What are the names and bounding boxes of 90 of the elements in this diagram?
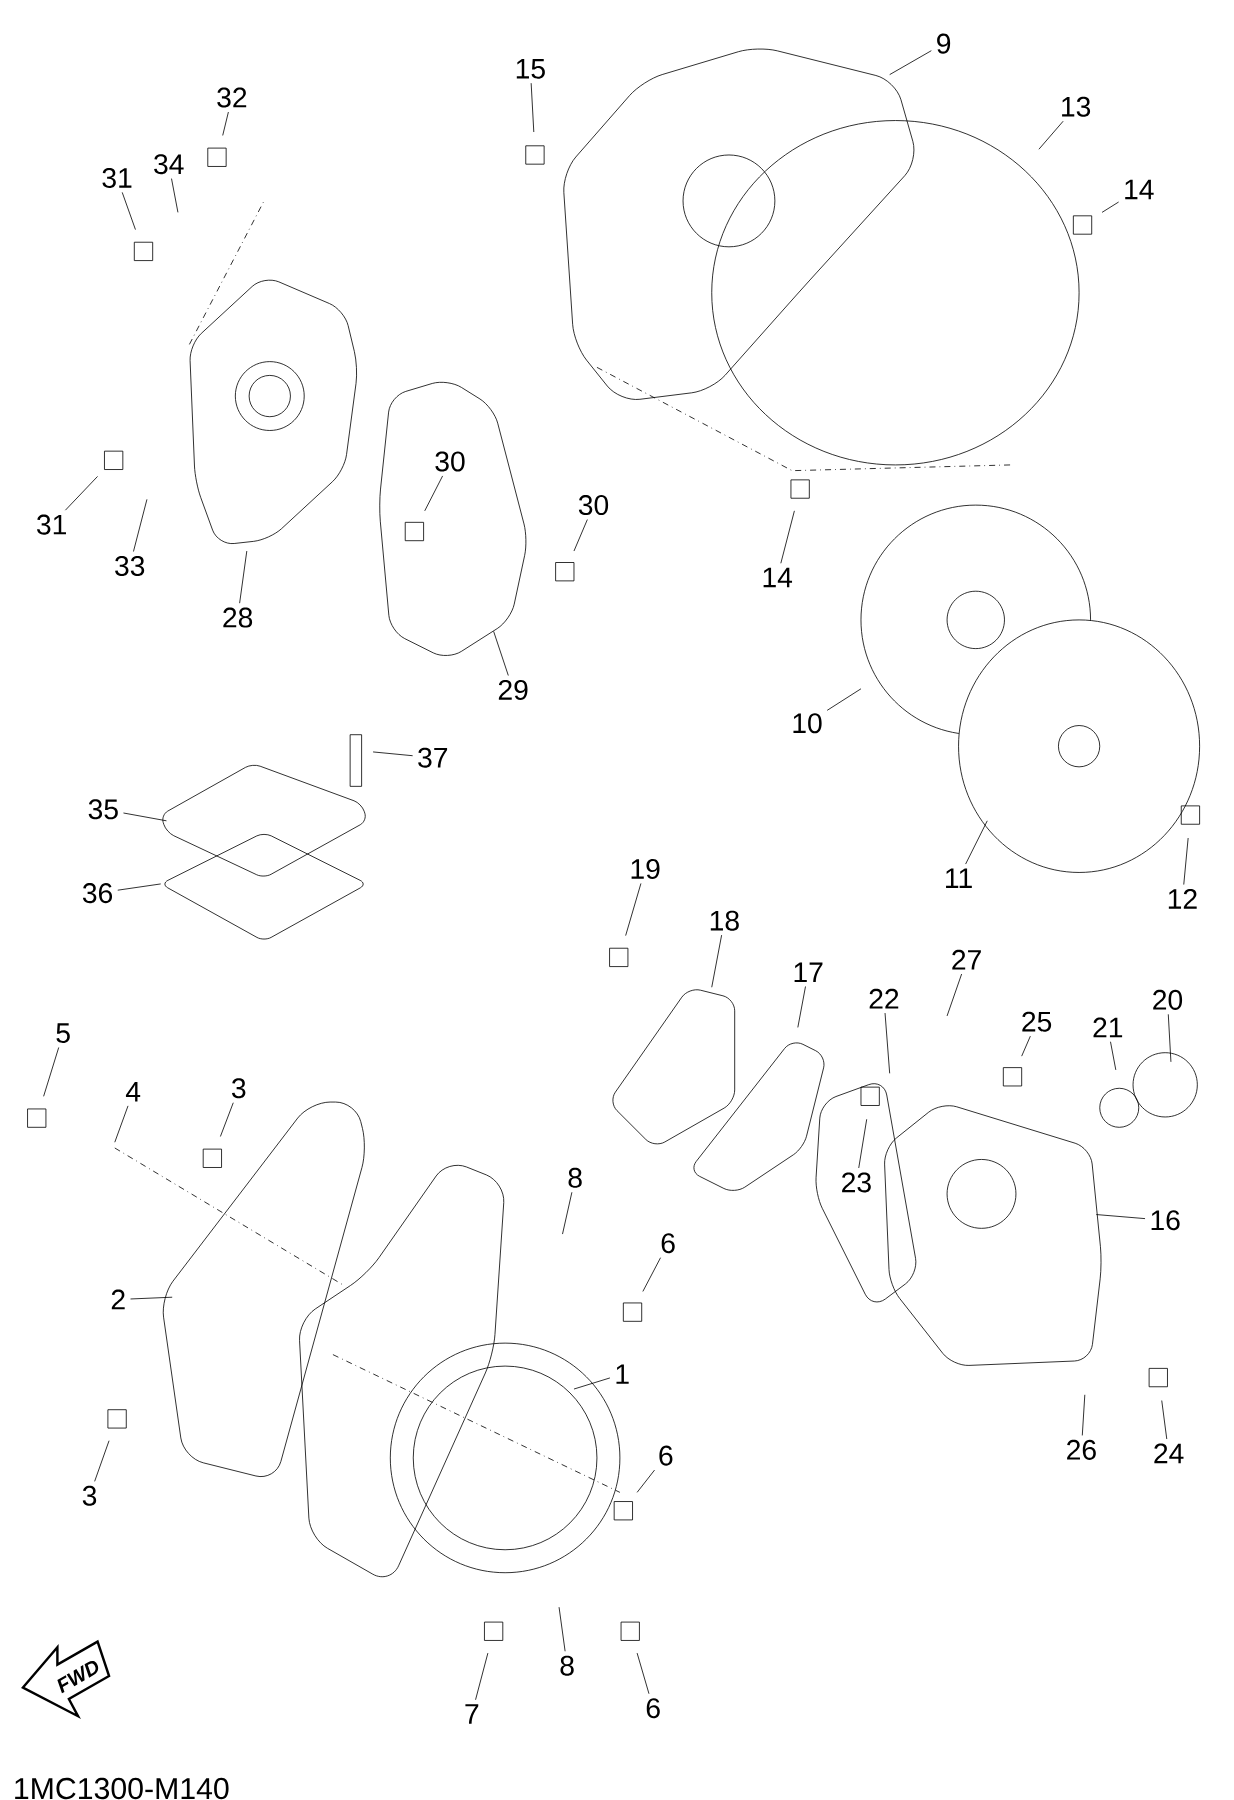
leader-line (117, 883, 162, 891)
callout-number: 21 (1093, 1017, 1123, 1038)
leader-line (94, 1440, 110, 1482)
leader-line (130, 1296, 173, 1300)
callout-number: 17 (794, 962, 823, 983)
callout-number: 34 (154, 154, 184, 175)
callout-number: 23 (842, 1172, 871, 1193)
callout-number: 6 (661, 1233, 675, 1254)
leader-line (780, 510, 795, 564)
direction-label: FWD (57, 1660, 99, 1694)
leader-line (424, 475, 443, 512)
leader-line (573, 1377, 611, 1390)
callout-number: 19 (631, 859, 660, 879)
leader-line (220, 1102, 234, 1137)
leader-line (171, 178, 179, 213)
leader-line (1021, 1035, 1031, 1057)
callout-number: 14 (1125, 179, 1154, 200)
leader-line (946, 973, 963, 1017)
drawing-code: 1MC1300-M140 (15, 1777, 229, 1800)
callout-number: 10 (793, 713, 822, 734)
callout-number: 20 (1153, 989, 1183, 1010)
leader-line (123, 812, 167, 822)
leader-line (1110, 1041, 1117, 1071)
callout-number: 12 (1168, 889, 1197, 909)
callout-number: 8 (568, 1167, 582, 1188)
leader-line (826, 688, 862, 711)
callout-number: 9 (937, 33, 951, 54)
callout-number: 7 (465, 1704, 479, 1724)
leader-line (1167, 1013, 1172, 1063)
callout-number: 24 (1154, 1443, 1184, 1464)
leader-line (797, 986, 806, 1028)
leader-line (636, 1652, 650, 1695)
callout-number: 29 (498, 679, 528, 700)
callout-number: 25 (1022, 1011, 1052, 1032)
callout-number: 26 (1067, 1439, 1096, 1460)
leader-line (1038, 120, 1064, 150)
leader-line (43, 1047, 60, 1097)
callout-number: 13 (1062, 96, 1091, 117)
callout-number: 11 (946, 868, 972, 888)
callout-number: 31 (37, 514, 66, 535)
leader-line (1183, 837, 1189, 885)
callout-number: 32 (217, 87, 247, 108)
leader-line (558, 1606, 566, 1652)
callout-number: 22 (869, 988, 899, 1009)
leader-line (562, 1191, 573, 1235)
callout-number: 35 (88, 799, 118, 820)
callout-number: 30 (578, 495, 609, 516)
callout-number: 1 (616, 1364, 629, 1384)
leader-line (636, 1469, 655, 1493)
leader-line (121, 191, 136, 230)
leader-line (64, 476, 98, 511)
callout-number: 3 (232, 1078, 246, 1099)
leader-line (1101, 201, 1120, 213)
leader-line (858, 1118, 868, 1169)
leader-line (965, 820, 988, 865)
leader-line (133, 498, 148, 552)
leader-line (884, 1012, 891, 1074)
leader-line (711, 934, 723, 988)
leader-line (222, 111, 229, 136)
leader-line (493, 631, 509, 676)
callout-number: 18 (710, 910, 739, 931)
callout-number: 31 (102, 167, 132, 188)
callout-number: 27 (952, 949, 981, 970)
callout-number: 28 (223, 607, 253, 628)
leader-line (530, 82, 535, 133)
callout-number: 33 (115, 555, 145, 576)
leader-line (372, 751, 414, 757)
callout-number: 3 (82, 1485, 97, 1506)
leader-line (1161, 1400, 1168, 1440)
callout-number: 15 (516, 59, 545, 79)
callout-number: 8 (560, 1655, 574, 1676)
leader-line (114, 1105, 129, 1143)
callout-number: 16 (1151, 1210, 1180, 1231)
leader-line (1095, 1214, 1146, 1219)
callout-number: 2 (111, 1289, 125, 1310)
callout-number: 5 (56, 1023, 70, 1044)
callout-number: 6 (646, 1698, 660, 1719)
callout-number: 30 (435, 451, 465, 472)
leader-line (889, 50, 932, 76)
callout-number: 14 (763, 567, 792, 588)
leader-line (625, 883, 642, 936)
leader-line (239, 550, 248, 604)
leader-line (1081, 1394, 1086, 1436)
callout-number: 4 (125, 1082, 141, 1102)
leader-line (642, 1257, 661, 1292)
leader-line (475, 1652, 489, 1701)
callout-number: 36 (82, 883, 112, 904)
leader-line (573, 519, 588, 552)
callout-number: 37 (418, 747, 448, 768)
callout-number: 6 (659, 1445, 673, 1466)
